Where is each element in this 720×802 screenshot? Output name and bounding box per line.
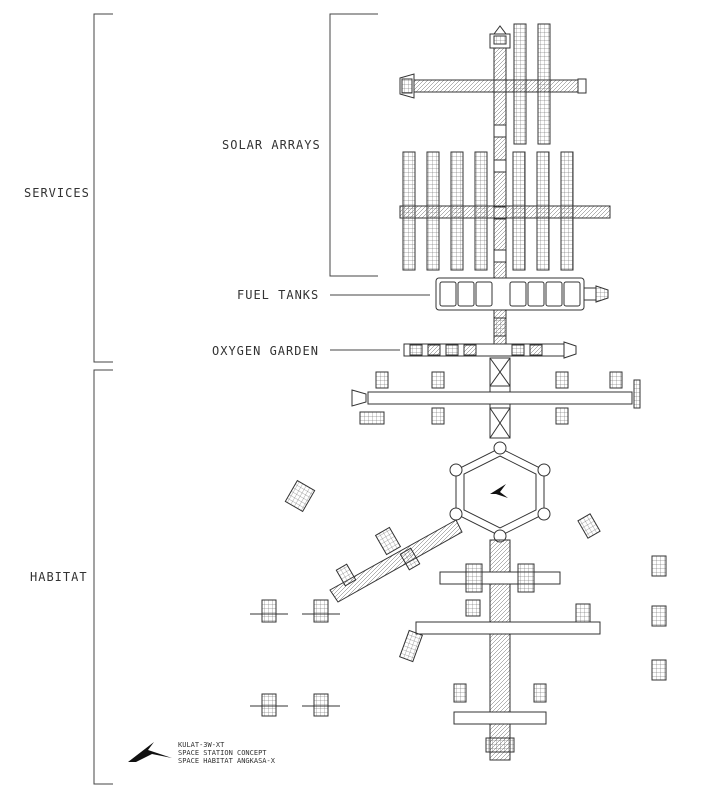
habitat-lower xyxy=(400,540,600,760)
habitat-cross-1 xyxy=(352,372,640,424)
section-label-services: SERVICES xyxy=(24,186,90,200)
fuel-tank-row xyxy=(436,278,608,310)
upper-solar-panels xyxy=(514,24,550,144)
lower-truss xyxy=(400,206,610,218)
hex-ring xyxy=(450,442,550,542)
solar-arrays-bracket xyxy=(330,14,378,276)
title-line-2: SPACE STATION CONCEPT xyxy=(178,749,267,757)
callout-label-fuel-tanks: FUEL TANKS xyxy=(237,288,320,302)
hub-logo-icon xyxy=(490,484,508,498)
callout-label-solar-arrays: SOLAR ARRAYS xyxy=(222,138,321,152)
title-line-1: KULAT-3W-XT xyxy=(178,741,225,749)
habitat-bracket xyxy=(94,370,113,784)
section-label-habitat: HABITAT xyxy=(30,570,88,584)
floating-capsules xyxy=(250,481,666,716)
kulat-logo-icon xyxy=(128,742,172,762)
callout-label-oxygen-garden: OXYGEN GARDEN xyxy=(212,344,319,358)
oxygen-garden-module xyxy=(404,342,576,358)
title-line-3: SPACE HABITAT ANGKASA-X xyxy=(178,757,275,765)
upper-truss xyxy=(400,74,586,98)
title-block: KULAT-3W-XT SPACE STATION CONCEPT SPACE … xyxy=(178,741,275,765)
services-bracket xyxy=(94,14,113,362)
diagonal-arm xyxy=(330,520,462,602)
